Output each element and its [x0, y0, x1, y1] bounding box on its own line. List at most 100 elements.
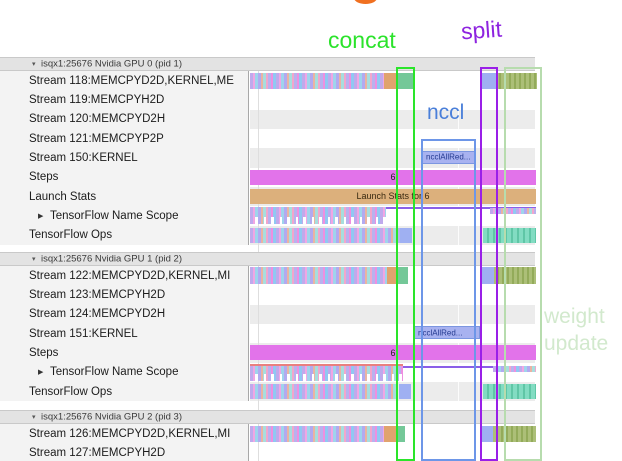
nccl-annotation-label: nccl — [427, 101, 465, 124]
row-track — [250, 225, 536, 245]
row-label: TensorFlow Ops — [29, 385, 113, 398]
orange-trace-segment[interactable] — [384, 425, 396, 443]
row-label-cell[interactable]: Stream 119:MEMCPYH2D — [0, 90, 249, 110]
row-label: Stream 119:MEMCPYH2D — [29, 93, 165, 106]
weight-update-trace-bar[interactable] — [493, 425, 536, 443]
row-label: Steps — [29, 171, 59, 184]
weight-update-box — [504, 67, 542, 461]
timeline-row: Stream 127:MEMCPYH2D — [0, 443, 622, 461]
row-label: Stream 126:MEMCPYD2D,KERNEL,MI — [29, 427, 231, 440]
blue-trace-segment[interactable] — [481, 72, 496, 89]
scope-line — [403, 365, 536, 368]
expand-triangle-icon[interactable]: ▶ — [38, 212, 44, 220]
row-label: Stream 127:MEMCPYH2D — [29, 447, 166, 460]
steps-bar-label: 6 — [390, 172, 396, 183]
weight-update-line2: update — [544, 332, 609, 355]
timeline-row: Stream 126:MEMCPYD2D,KERNEL,MI — [0, 424, 622, 444]
row-label-cell[interactable]: Stream 150:KERNEL — [0, 148, 249, 168]
gpu-group-header-label[interactable]: isqx1:25676 Nvidia GPU 1 (pid 2) — [41, 253, 182, 265]
timeline-row: Stream 122:MEMCPYD2D,KERNEL,MI — [0, 265, 622, 286]
row-label-cell[interactable]: ▶TensorFlow Name Scope — [0, 206, 249, 226]
kernel-trace-bar[interactable] — [250, 267, 387, 284]
blue-trace-segment[interactable] — [400, 227, 412, 243]
steps-bar[interactable]: 6 — [250, 345, 536, 361]
kernel-trace-bar[interactable] — [250, 425, 384, 443]
timeline-row: Stream 120:MEMCPYD2H — [0, 109, 622, 129]
scope-line — [250, 363, 403, 366]
row-label: Stream 118:MEMCPYD2D,KERNEL,ME — [29, 74, 234, 87]
kernel-trace-bar[interactable] — [250, 383, 397, 399]
timeline-row: Launch Stats Launch Stats for 6 — [0, 186, 622, 207]
blue-trace-segment[interactable] — [480, 425, 493, 443]
row-label: Stream 150:KERNEL — [29, 151, 138, 164]
collapse-triangle-icon[interactable]: ▾ — [32, 255, 36, 263]
gpu-group-header-row: ▾ isqx1:25676 Nvidia GPU 1 (pid 2) — [0, 251, 622, 266]
row-label: Stream 123:MEMCPYH2D — [29, 288, 166, 301]
row-label-cell[interactable]: Stream 118:MEMCPYD2D,KERNEL,ME — [0, 71, 249, 91]
scope-fragments[interactable] — [493, 365, 536, 372]
gpu-group-header-label[interactable]: isqx1:25676 Nvidia GPU 0 (pid 1) — [41, 58, 182, 70]
scope-fragments[interactable] — [490, 208, 536, 215]
row-label-cell[interactable]: Stream 126:MEMCPYD2D,KERNEL,MI — [0, 424, 249, 444]
orange-trace-segment[interactable] — [387, 267, 398, 284]
row-track: Launch Stats for 6 — [250, 186, 536, 207]
orange-trace-segment[interactable] — [384, 72, 398, 89]
row-label-cell[interactable]: Stream 120:MEMCPYD2H — [0, 109, 249, 129]
weight-update-trace-bar[interactable] — [496, 72, 537, 89]
row-label-cell[interactable]: TensorFlow Ops — [0, 225, 249, 245]
blue-trace-segment[interactable] — [399, 383, 411, 399]
row-label: Steps — [29, 346, 59, 359]
row-label-cell[interactable]: Stream 122:MEMCPYD2D,KERNEL,MI — [0, 265, 249, 286]
kernel-trace-bar[interactable] — [250, 72, 384, 89]
blue-trace-segment[interactable] — [481, 267, 494, 284]
header-right-margin — [535, 410, 622, 425]
nccl-box — [421, 139, 476, 461]
timeline-row: Stream 118:MEMCPYD2D,KERNEL,ME — [0, 71, 622, 91]
row-label: Stream 122:MEMCPYD2D,KERNEL,MI — [29, 269, 231, 282]
row-label-cell[interactable]: Stream 151:KERNEL — [0, 323, 249, 344]
green-trace-segment[interactable] — [398, 267, 408, 284]
row-label-cell[interactable]: Stream 123:MEMCPYH2D — [0, 285, 249, 305]
launch-stats-bar-label: Launch Stats for 6 — [356, 191, 430, 202]
timeline-row: Steps 6 — [0, 167, 622, 187]
name-scope-trace-bar[interactable] — [250, 365, 403, 381]
launch-stats-bar[interactable]: Launch Stats for 6 — [250, 188, 536, 204]
green-trace-segment[interactable] — [396, 425, 405, 443]
row-label: Launch Stats — [29, 190, 97, 203]
row-track: 6 — [250, 168, 536, 187]
header-right-margin — [535, 251, 622, 266]
row-label-cell[interactable]: TensorFlow Ops — [0, 381, 249, 402]
orange-annotation-fragment — [354, 0, 377, 4]
weight-update-line1: weight — [544, 305, 605, 328]
steps-bar[interactable]: 6 — [250, 169, 536, 185]
timeline-row: ▶TensorFlow Name Scope — [0, 362, 622, 382]
row-label-cell[interactable]: Stream 127:MEMCPYH2D — [0, 443, 249, 461]
row-label-cell[interactable]: Steps — [0, 343, 249, 363]
concat-box — [396, 67, 415, 461]
row-track — [250, 71, 537, 90]
row-track — [250, 424, 536, 443]
row-label-cell[interactable]: Stream 121:MEMCPYP2P — [0, 128, 249, 149]
name-scope-trace-bar[interactable] — [250, 207, 386, 225]
scope-line — [386, 207, 536, 210]
timeline-row: TensorFlow Ops — [0, 225, 622, 245]
row-track — [250, 363, 536, 382]
row-label-cell[interactable]: Stream 124:MEMCPYD2H — [0, 304, 249, 324]
gpu-group-header-label[interactable]: isqx1:25676 Nvidia GPU 2 (pid 3) — [41, 411, 182, 423]
row-label-cell[interactable]: Launch Stats — [0, 186, 249, 207]
kernel-trace-bar[interactable] — [250, 227, 400, 243]
timeline-row: Stream 124:MEMCPYD2H — [0, 304, 622, 324]
collapse-triangle-icon[interactable]: ▾ — [32, 61, 36, 68]
expand-triangle-icon[interactable]: ▶ — [38, 369, 44, 377]
row-label-cell[interactable]: ▶TensorFlow Name Scope — [0, 362, 249, 382]
row-label-cell[interactable]: Steps — [0, 167, 249, 187]
row-label: Stream 151:KERNEL — [29, 327, 138, 340]
group-gap — [0, 401, 622, 411]
row-label: Stream 121:MEMCPYP2P — [29, 132, 164, 145]
row-label: TensorFlow Ops — [29, 229, 113, 242]
green-trace-segment[interactable] — [398, 72, 414, 89]
collapse-triangle-icon[interactable]: ▾ — [32, 414, 36, 422]
